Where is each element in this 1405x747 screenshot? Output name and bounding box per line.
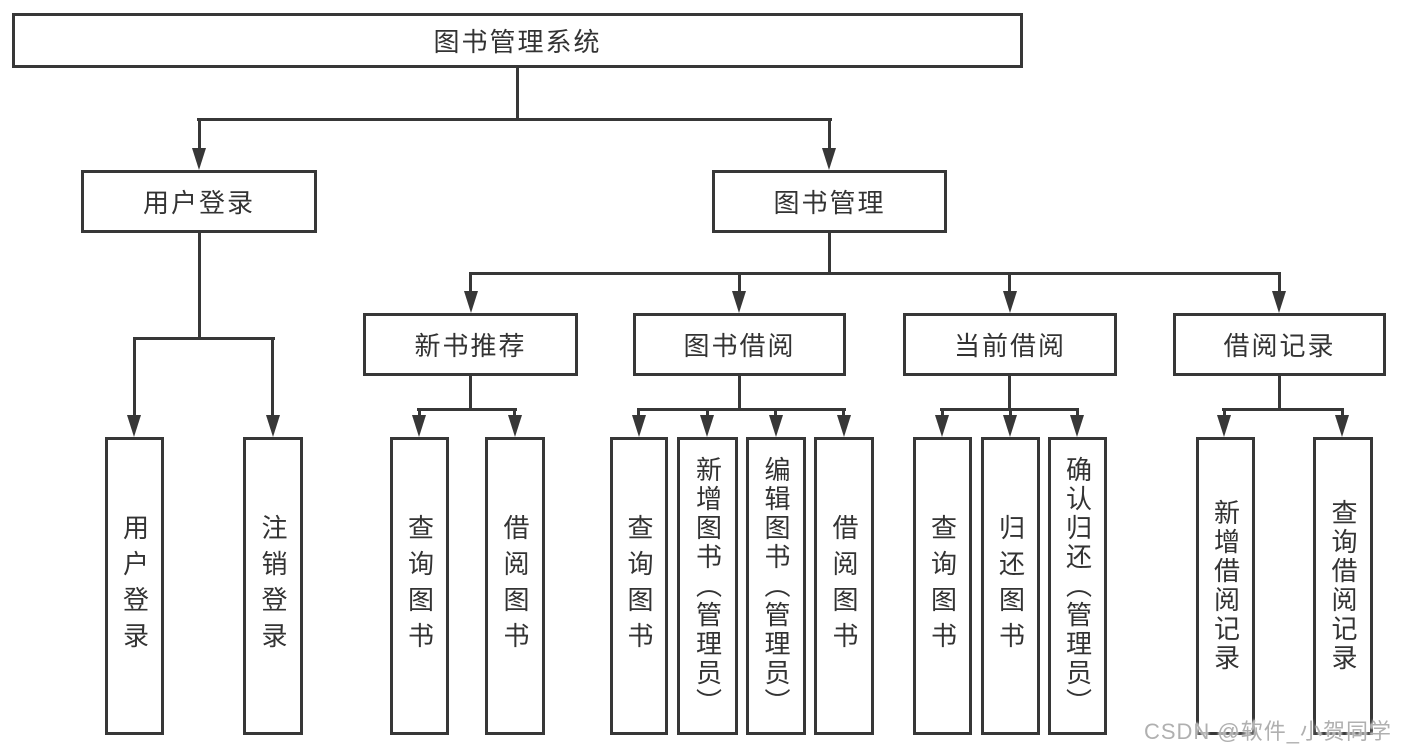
- connector-drop-e1: [1223, 408, 1226, 417]
- connector-drop-b1: [418, 408, 421, 417]
- connector-drop-borrow-records: [1278, 272, 1281, 294]
- connector-recommend-stem: [469, 376, 472, 411]
- arrowhead-current-borrow: [1003, 291, 1017, 313]
- arrowhead-e1: [1217, 415, 1231, 437]
- node-root-label: 图书管理系统: [433, 27, 602, 57]
- arrowhead-d2: [1003, 415, 1017, 437]
- arrowhead-e2: [1335, 415, 1349, 437]
- connector-recommend-hbar: [417, 408, 517, 411]
- connector-book-borrow-hbar: [637, 408, 846, 411]
- leaf-add-book-admin-label: 新增图书（管理员）: [692, 455, 723, 717]
- connector-drop-user-login: [198, 118, 201, 152]
- leaf-user-login-label: 用户登录: [119, 514, 150, 658]
- connector-book-borrow-stem: [738, 376, 741, 411]
- leaf-query-borrow-record-label: 查询借阅记录: [1328, 499, 1358, 673]
- leaf-edit-book-admin: 编辑图书（管理员）: [746, 437, 806, 735]
- arrowhead-b2: [508, 415, 522, 437]
- leaf-query-borrow-record: 查询借阅记录: [1313, 437, 1373, 735]
- node-book-management: 图书管理: [712, 170, 947, 233]
- leaf-add-borrow-record: 新增借阅记录: [1196, 437, 1255, 735]
- connector-drop-c1: [637, 408, 640, 417]
- leaf-logout-label: 注销登录: [258, 514, 288, 658]
- leaf-recommend-query-books: 查询图书: [390, 437, 449, 735]
- connector-drop-c3: [774, 408, 777, 417]
- arrowhead-book-borrow: [732, 291, 746, 313]
- arrowhead-leaf-user-login: [127, 415, 141, 437]
- leaf-add-book-admin: 新增图书（管理员）: [677, 437, 738, 735]
- leaf-return-books: 归还图书: [981, 437, 1040, 735]
- connector-drop-recommend: [469, 272, 472, 294]
- connector-drop-b2: [513, 408, 516, 417]
- node-new-book-recommend: 新书推荐: [363, 313, 578, 376]
- connector-user-login-hbar: [133, 337, 275, 340]
- leaf-recommend-query-books-label: 查询图书: [404, 514, 435, 658]
- arrowhead-user-login: [192, 148, 206, 170]
- connector-drop-d1: [941, 408, 944, 417]
- connector-drop-book-management: [828, 118, 831, 152]
- connector-drop-current-borrow: [1008, 272, 1011, 294]
- connector-drop-d3: [1076, 408, 1079, 417]
- leaf-borrow-borrow-books: 借阅图书: [814, 437, 874, 735]
- arrowhead-book-management: [822, 148, 836, 170]
- node-root: 图书管理系统: [12, 13, 1023, 68]
- connector-root-hbar: [197, 118, 832, 121]
- arrowhead-b1: [412, 415, 426, 437]
- arrowhead-d1: [935, 415, 949, 437]
- arrowhead-d3: [1070, 415, 1084, 437]
- leaf-borrow-query-books-label: 查询图书: [624, 514, 654, 658]
- connector-drop-book-borrow: [738, 272, 741, 294]
- arrowhead-borrow-records: [1272, 291, 1286, 313]
- leaf-current-query-books-label: 查询图书: [927, 514, 958, 658]
- leaf-confirm-return-admin: 确认归还（管理员）: [1048, 437, 1107, 735]
- leaf-add-borrow-record-label: 新增借阅记录: [1210, 499, 1241, 673]
- csdn-watermark: CSDN @软件_小贺同学: [1143, 719, 1392, 744]
- connector-current-borrow-stem: [1008, 376, 1011, 411]
- arrowhead-recommend: [464, 291, 478, 313]
- node-current-borrow: 当前借阅: [903, 313, 1117, 376]
- node-borrow-records-label: 借阅记录: [1223, 331, 1336, 361]
- leaf-recommend-borrow-books: 借阅图书: [485, 437, 545, 735]
- node-user-login-label: 用户登录: [142, 188, 255, 218]
- connector-drop-e2: [1341, 408, 1344, 417]
- node-borrow-records: 借阅记录: [1173, 313, 1386, 376]
- node-book-management-label: 图书管理: [773, 188, 886, 218]
- connector-drop-leaf-user-login: [133, 337, 136, 417]
- connector-user-login-stem: [198, 233, 201, 340]
- leaf-user-login: 用户登录: [105, 437, 164, 735]
- node-current-borrow-label: 当前借阅: [953, 331, 1066, 361]
- leaf-borrow-query-books: 查询图书: [610, 437, 668, 735]
- connector-book-management-hbar: [469, 272, 1281, 275]
- connector-root-stem: [516, 68, 519, 121]
- leaf-borrow-borrow-books-label: 借阅图书: [829, 514, 859, 658]
- connector-book-management-stem: [828, 233, 831, 275]
- arrowhead-c2: [700, 415, 714, 437]
- leaf-return-books-label: 归还图书: [995, 514, 1026, 658]
- node-user-login: 用户登录: [81, 170, 317, 233]
- leaf-logout: 注销登录: [243, 437, 303, 735]
- node-book-borrow-label: 图书借阅: [683, 331, 796, 361]
- arrowhead-c3: [769, 415, 783, 437]
- arrowhead-leaf-logout: [266, 415, 280, 437]
- connector-borrow-records-hbar: [1222, 408, 1344, 411]
- leaf-confirm-return-admin-label: 确认归还（管理员）: [1062, 455, 1093, 717]
- leaf-recommend-borrow-books-label: 借阅图书: [500, 514, 530, 658]
- node-book-borrow: 图书借阅: [633, 313, 846, 376]
- connector-borrow-records-stem: [1278, 376, 1281, 411]
- connector-drop-leaf-logout: [271, 337, 274, 417]
- arrowhead-c1: [632, 415, 646, 437]
- connector-drop-d2: [1009, 408, 1012, 417]
- arrowhead-c4: [837, 415, 851, 437]
- leaf-edit-book-admin-label: 编辑图书（管理员）: [761, 455, 791, 717]
- node-new-book-recommend-label: 新书推荐: [414, 331, 527, 361]
- leaf-current-query-books: 查询图书: [913, 437, 972, 735]
- connector-drop-c4: [842, 408, 845, 417]
- connector-drop-c2: [706, 408, 709, 417]
